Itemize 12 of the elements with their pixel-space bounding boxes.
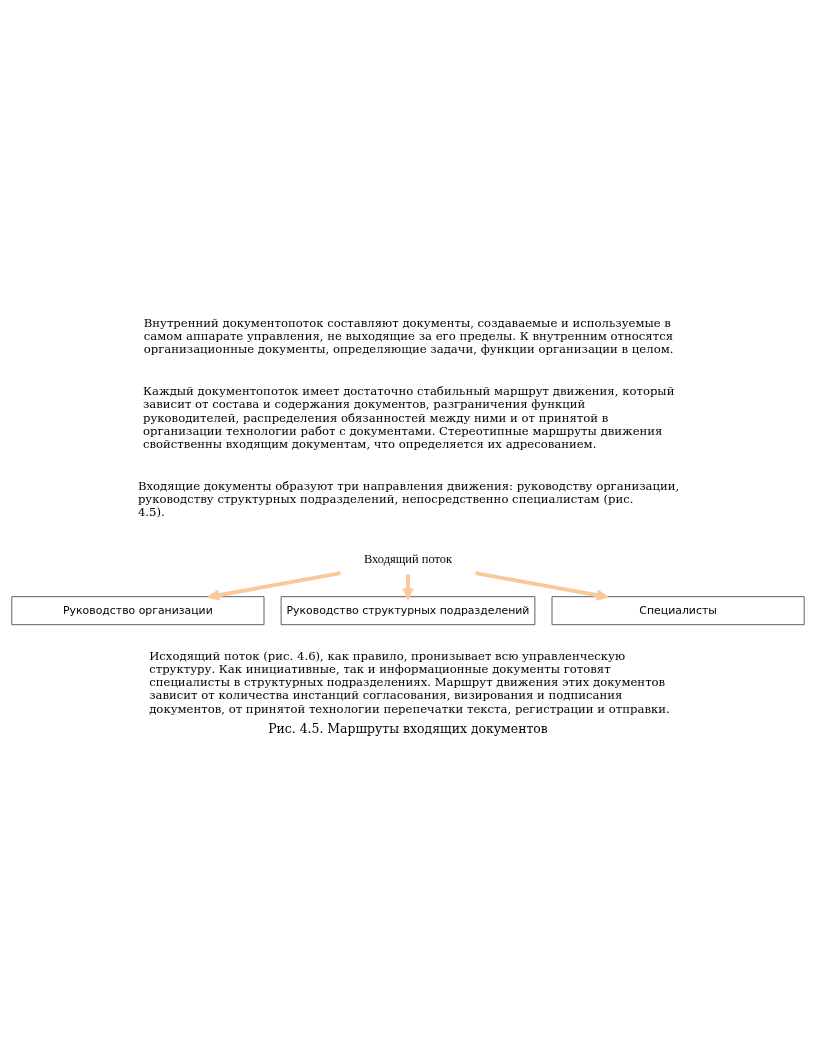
node-text: Входящий поток (363, 552, 453, 567)
node-box: Руководство организации (11, 596, 265, 626)
label: Входящие документы образуют три направления движения: руководству организации, руководству структурных подразделений, непосредственно специалистам (рис. 4.5). (137, 479, 680, 520)
caption: Рис. 4.5. Маршруты входящих документов (268, 720, 548, 736)
node-box: Специалисты (551, 596, 805, 626)
label: Каждый документопоток имеет достаточно стабильный маршрут движения, который зависит от состава и содержания документов, разграничения функций руководителей, распределения обязанностей между ними и от принятой в организации технологии работ с документами. Стереотипные маршруты движения свойственны входящим документам, что определяется их адресованием. (142, 384, 675, 451)
arrow (475, 571, 610, 601)
label: Внутренний документопоток составляют документы, создаваемые и используемые в самом аппарате управления, не выходящие за его пределы. К внутренним относятся организационные документы, определяющие задачи, функции организации в целом. (143, 315, 674, 357)
node-box: Руководство структурных подразделений (280, 596, 536, 626)
arrow (206, 571, 341, 601)
label: Исходящий поток (рис. 4.6), как правило, пронизывает всю управленческую структуру. Как инициативные, так и информационные документы готовят специалисты в структурных подразделениях. Маршрут движения этих документов зависит от количества инстанций согласования, визирования и подписания документов, от принятой технологии перепечатки текста, регистрации и отправки. (149, 648, 670, 716)
arrow (402, 574, 414, 602)
